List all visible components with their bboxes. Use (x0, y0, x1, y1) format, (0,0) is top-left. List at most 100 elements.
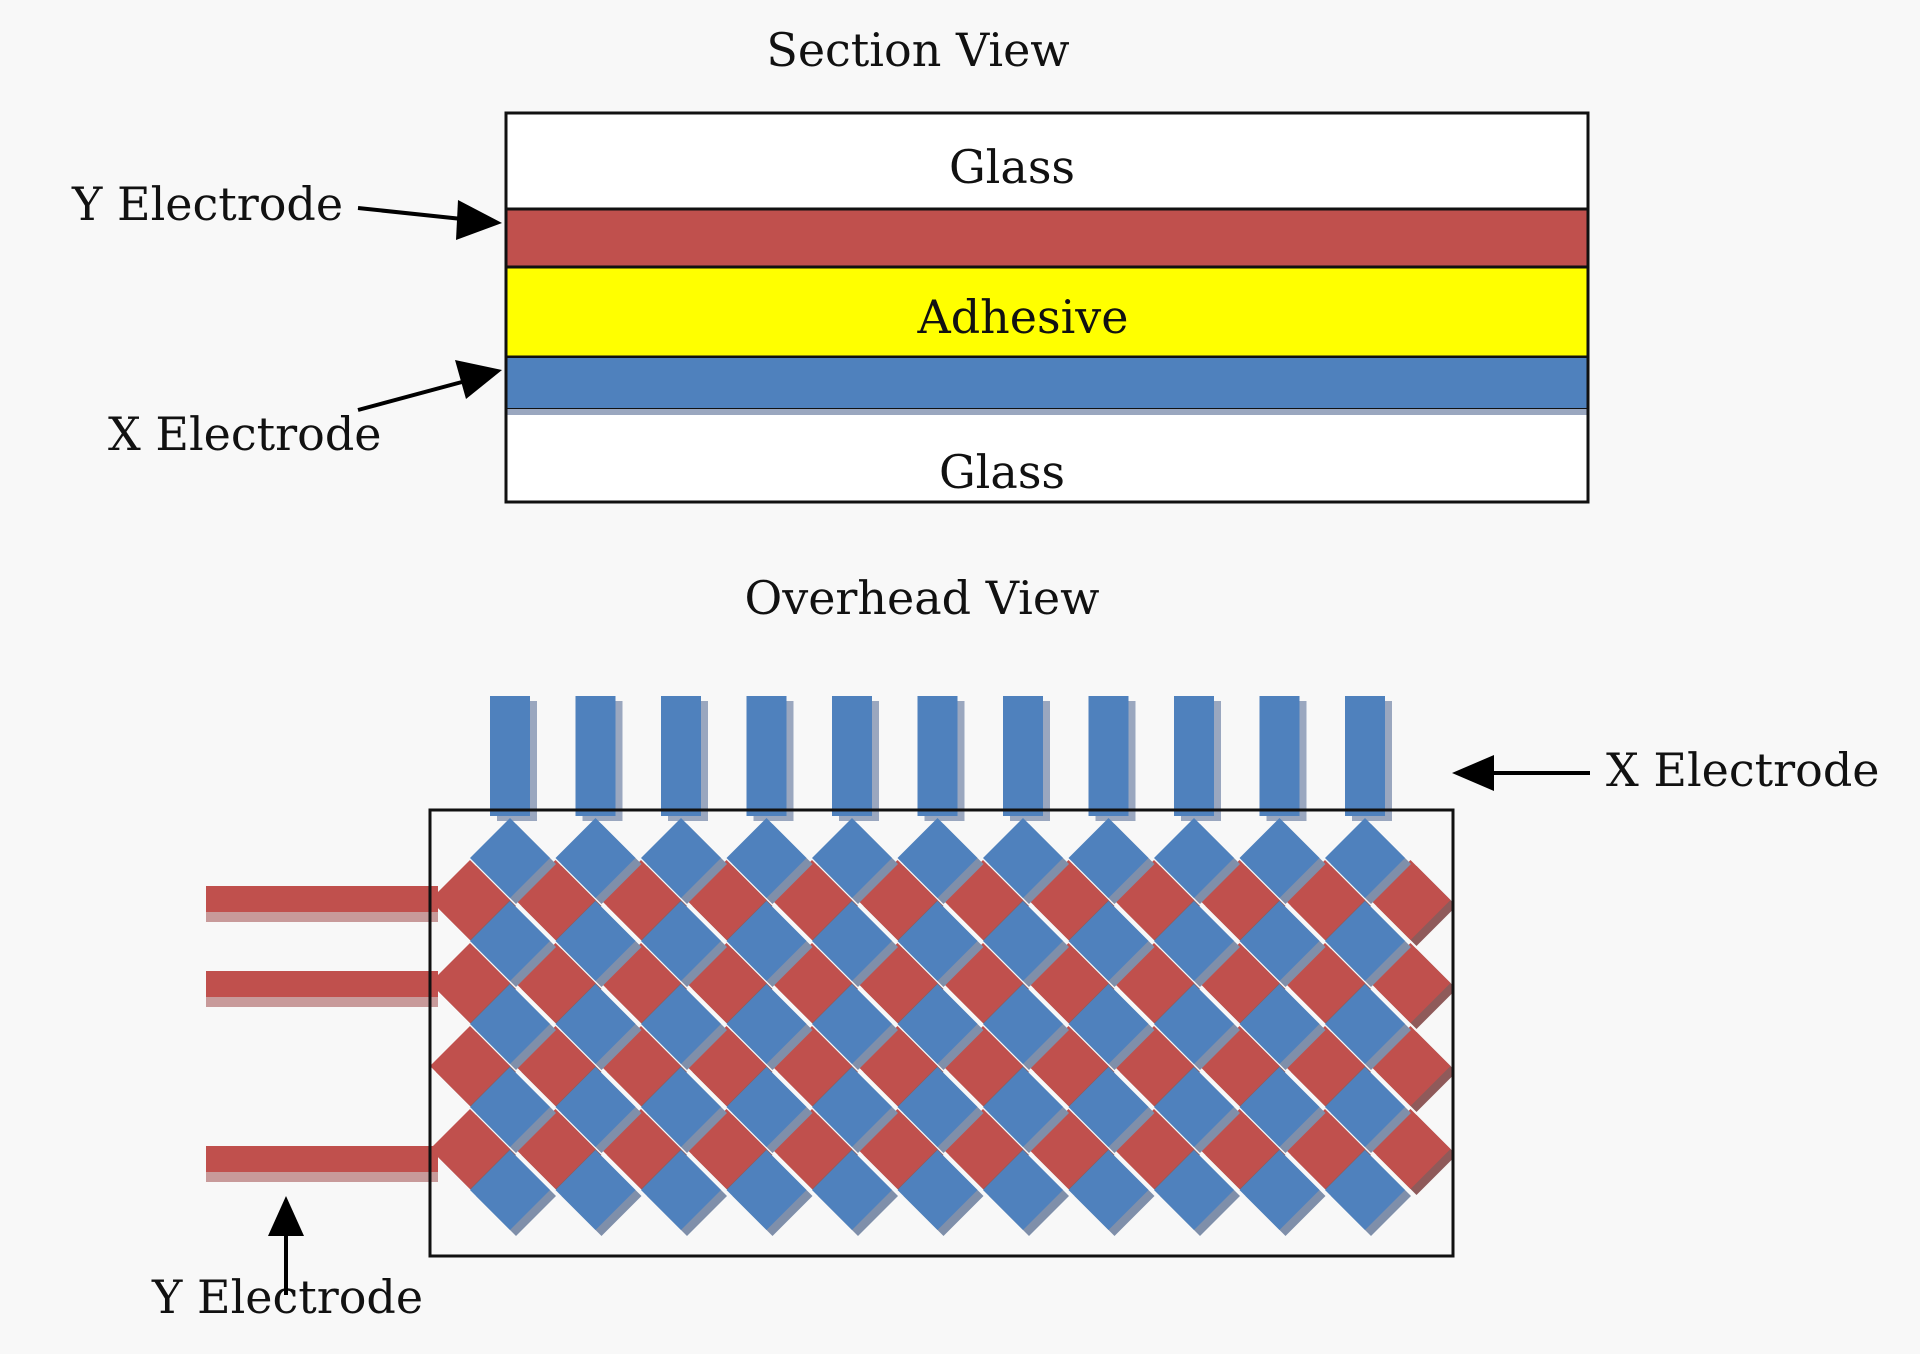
section-y-electrode-arrow (357, 200, 502, 240)
x-electrode-pad (1154, 1150, 1234, 1230)
y-electrode-layer (504, 207, 1590, 269)
y-electrode-pad-shadow (1462, 1032, 1542, 1112)
x-electrode-pad (1325, 984, 1405, 1064)
x-electrode-pad (1239, 901, 1320, 981)
x-electrode-pad (983, 818, 1063, 898)
x-electrode-pad (1325, 901, 1405, 981)
x-electrode-layer-shadow (506, 409, 1588, 415)
x-electrode-lead (1174, 696, 1214, 816)
adhesive-layer (504, 265, 1590, 359)
x-electrode-pad (897, 818, 978, 898)
x-electrode-lead (661, 696, 701, 816)
x-electrode-pad (897, 984, 978, 1064)
x-electrode-pad (470, 901, 550, 981)
x-electrode-pad (1068, 901, 1149, 981)
x-electrode-pad (812, 984, 892, 1064)
x-electrode-pad (641, 984, 721, 1064)
bottom-glass-layer (506, 415, 1588, 502)
x-electrode-pad (897, 1150, 978, 1230)
y-electrode-pad (1456, 1026, 1536, 1106)
x-electrode-pad (1068, 818, 1149, 898)
y-electrode-lead (206, 886, 438, 912)
section-x-electrode-arrow (357, 360, 502, 412)
bottom-glass-label: Glass (939, 445, 1065, 499)
x-electrode-pad (555, 818, 636, 898)
electrode-diamond-grid (430, 818, 1542, 1236)
x-electrode-pad (470, 984, 550, 1064)
x-electrode-pad (983, 984, 1063, 1064)
x-electrode-pad (726, 1150, 807, 1230)
x-electrode-pad (897, 1067, 978, 1147)
x-electrode-layer (505, 356, 1589, 410)
overhead-x-electrode-arrow (1452, 755, 1590, 791)
x-electrode-pad (812, 901, 892, 981)
y-electrode-lead (206, 971, 438, 997)
x-electrode-lead (1003, 696, 1043, 816)
x-electrode-pad (726, 984, 807, 1064)
x-electrode-pad (1239, 984, 1320, 1064)
x-electrode-pad (726, 901, 807, 981)
y-electrode-leads (206, 886, 438, 1182)
x-electrode-pad (1154, 1067, 1234, 1147)
x-electrode-pad (641, 1067, 721, 1147)
x-electrode-pad (641, 901, 721, 981)
x-electrode-pad (555, 1067, 636, 1147)
x-electrode-pad (1068, 984, 1149, 1064)
x-electrode-pad (897, 901, 978, 981)
x-electrode-pad (470, 818, 550, 898)
x-electrode-pad (555, 984, 636, 1064)
x-electrode-lead (490, 696, 530, 816)
x-electrode-lead (1345, 696, 1385, 816)
y-electrode-pad (430, 860, 510, 940)
x-electrode-pad (983, 1150, 1063, 1230)
x-electrode-pad (1325, 1067, 1405, 1147)
overhead-x-electrode-label: X Electrode (1606, 743, 1879, 797)
section-x-electrode-label: X Electrode (108, 407, 381, 461)
x-electrode-pad (641, 1150, 721, 1230)
section-outline (504, 111, 1590, 504)
x-electrode-pad (1239, 818, 1320, 898)
x-electrode-pad (470, 1150, 550, 1230)
x-electrode-pad (555, 1150, 636, 1230)
x-electrode-pad (1068, 1150, 1149, 1230)
y-electrode-pad (1456, 860, 1536, 940)
x-electrode-pad (470, 1067, 550, 1147)
y-electrode-pad (1456, 1109, 1536, 1189)
y-electrode-pad (430, 1026, 510, 1106)
x-electrode-pad (1325, 818, 1405, 898)
overhead-view-title: Overhead View (745, 571, 1100, 625)
y-electrode-pad (430, 1109, 510, 1189)
y-electrode-pad-shadow (1462, 949, 1542, 1029)
x-electrode-pad (812, 1067, 892, 1147)
x-electrode-pad (1154, 818, 1234, 898)
adhesive-label: Adhesive (916, 290, 1128, 344)
x-electrode-pad (726, 1067, 807, 1147)
overhead-panel-outline (428, 808, 1455, 1258)
x-electrode-lead (832, 696, 872, 816)
x-electrode-pad (555, 901, 636, 981)
x-electrode-pad (812, 1150, 892, 1230)
x-electrode-lead (746, 696, 787, 816)
y-electrode-lead (206, 1146, 438, 1172)
section-y-electrode-label: Y Electrode (71, 177, 343, 231)
x-electrode-pad (1239, 1067, 1320, 1147)
x-electrode-pad (1154, 984, 1234, 1064)
section-view-title: Section View (766, 23, 1069, 77)
x-electrode-pad (1325, 1150, 1405, 1230)
x-electrode-pad (983, 901, 1063, 981)
x-electrode-leads (490, 696, 1392, 821)
x-electrode-pad (983, 1067, 1063, 1147)
x-electrode-pad (726, 818, 807, 898)
x-electrode-lead (575, 696, 616, 816)
x-electrode-pad (1239, 1150, 1320, 1230)
y-electrode-pad (1456, 943, 1536, 1023)
x-electrode-pad (1068, 1067, 1149, 1147)
layer-stack (504, 111, 1590, 504)
x-electrode-lead (1259, 696, 1300, 816)
x-electrode-pad (1154, 901, 1234, 981)
x-electrode-pad (812, 818, 892, 898)
top-glass-layer (504, 111, 1590, 213)
y-electrode-pad-shadow (1462, 866, 1542, 946)
top-glass-label: Glass (949, 140, 1075, 194)
